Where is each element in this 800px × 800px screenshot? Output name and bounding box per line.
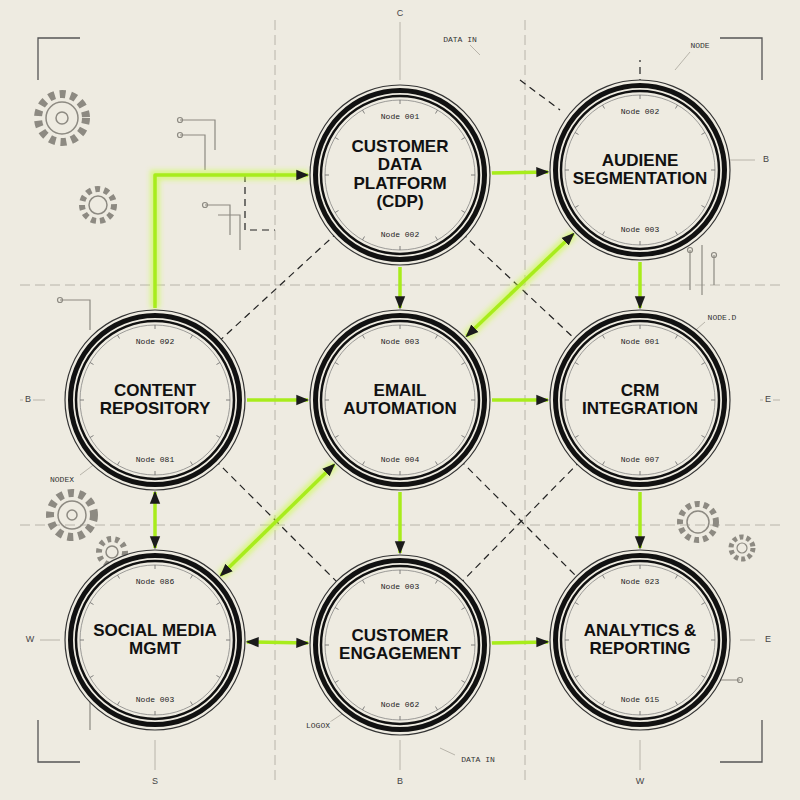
node-title: CUSTOMER DATA PLATFORM (CDP) [338, 138, 462, 211]
connector-arrow [492, 172, 548, 173]
connector-line [153, 492, 157, 548]
annotation-label: E [763, 395, 773, 405]
connector-line [466, 234, 573, 337]
connector-line [638, 492, 642, 548]
connector-glow [492, 395, 548, 405]
node-id: Node 062 [308, 701, 492, 709]
node-id: Node 002 [548, 108, 732, 116]
connector-glow [466, 234, 573, 337]
connector-line [492, 642, 548, 643]
annotation-label: W [24, 635, 37, 645]
grid-lines [20, 20, 780, 780]
node-id: Node 003 [308, 583, 492, 591]
connector-glow [150, 492, 160, 548]
annotation-label: B [761, 155, 771, 165]
connector-glow [492, 172, 548, 173]
connector-arrow [640, 262, 641, 308]
connector-glow [155, 175, 308, 308]
connector-arrow [640, 492, 641, 548]
node-circle: Node 003CUSTOMER ENGAGEMENT Node 062 [308, 553, 492, 737]
connector-line [638, 262, 642, 308]
node-id: Node 081 [63, 456, 247, 464]
connector-line [247, 398, 308, 402]
annotation-label: W [634, 777, 647, 787]
node-id: Node 001 [308, 113, 492, 121]
connector-glow [247, 395, 308, 405]
connector-glow [635, 492, 645, 548]
annotation-label: LOGOX [304, 722, 332, 731]
connector-line [221, 464, 335, 575]
annotation-label: C [395, 9, 406, 19]
node-id: Node 023 [548, 578, 732, 586]
annotation-label: NODE [688, 42, 711, 51]
node-circle: Node 023ANALYTICS & REPORTING Node 615 [548, 548, 732, 732]
connector-arrow [221, 464, 335, 575]
node-title: ANALYTICS & REPORTING [570, 622, 710, 659]
connector-arrow [155, 492, 156, 548]
connector-glow [492, 642, 548, 643]
node-title: CRM INTEGRATION [565, 382, 715, 419]
connector-line [492, 398, 548, 402]
node-circle: Node 092CONTENT REPOSITORY Node 081 [63, 308, 247, 492]
node-id: Node 007 [548, 456, 732, 464]
annotation-label: NODE.D [706, 314, 739, 323]
connector-glow [395, 267, 405, 308]
connector-glow [635, 262, 645, 308]
connector-arrow [400, 267, 401, 308]
node-id: Node 092 [63, 338, 247, 346]
connector-arrow [466, 234, 573, 337]
connector-arrow [400, 492, 401, 553]
connector-arrow [492, 642, 548, 643]
connector-arrow [247, 642, 308, 643]
annotation-label: DATA IN [459, 756, 497, 765]
annotation-label: B [395, 777, 405, 787]
connector-line [398, 492, 402, 553]
node-circle: Node 086SOCIAL MEDIA MGMT Node 003 [63, 548, 247, 732]
node-circle: Node 001CRM INTEGRATION Node 007 [548, 308, 732, 492]
annotation-label: DATA IN [441, 36, 479, 45]
node-circle: Node 002AUDIENE SEGMENTATION Node 003 [548, 78, 732, 262]
node-id: Node 002 [308, 231, 492, 239]
connector-line [247, 642, 308, 643]
annotation-label: E [763, 635, 773, 645]
node-id: Node 086 [63, 578, 247, 586]
node-title: CONTENT REPOSITORY [80, 382, 230, 419]
node-id: Node 615 [548, 696, 732, 704]
connector-line [398, 267, 402, 308]
annotation-label: S [150, 777, 160, 787]
annotation-label: B [23, 395, 33, 405]
connector-line [155, 175, 308, 308]
node-title: CUSTOMER ENGAGEMENT [325, 627, 475, 664]
node-circle: Node 001CUSTOMER DATA PLATFORM (CDP) Node… [308, 83, 492, 267]
node-title: SOCIAL MEDIA MGMT [90, 622, 220, 659]
node-circle: Node 003EMAIL AUTOMATION Node 004 [308, 308, 492, 492]
node-title: EMAIL AUTOMATION [325, 382, 475, 419]
connector-line [492, 172, 548, 173]
node-id: Node 004 [308, 456, 492, 464]
corner-brackets [38, 38, 762, 762]
gears [38, 94, 753, 565]
node-id: Node 001 [548, 338, 732, 346]
connector-arrow [155, 175, 308, 308]
connector-glow [247, 642, 308, 643]
node-id: Node 003 [63, 696, 247, 704]
annotation-label: NODEX [48, 476, 76, 485]
connector-arrow [492, 400, 548, 401]
node-title: AUDIENE SEGMENTATION [564, 152, 716, 189]
connector-glow [221, 464, 335, 575]
node-id: Node 003 [548, 226, 732, 234]
connector-glow [395, 492, 405, 553]
connector-arrow [247, 400, 308, 401]
node-id: Node 003 [308, 338, 492, 346]
